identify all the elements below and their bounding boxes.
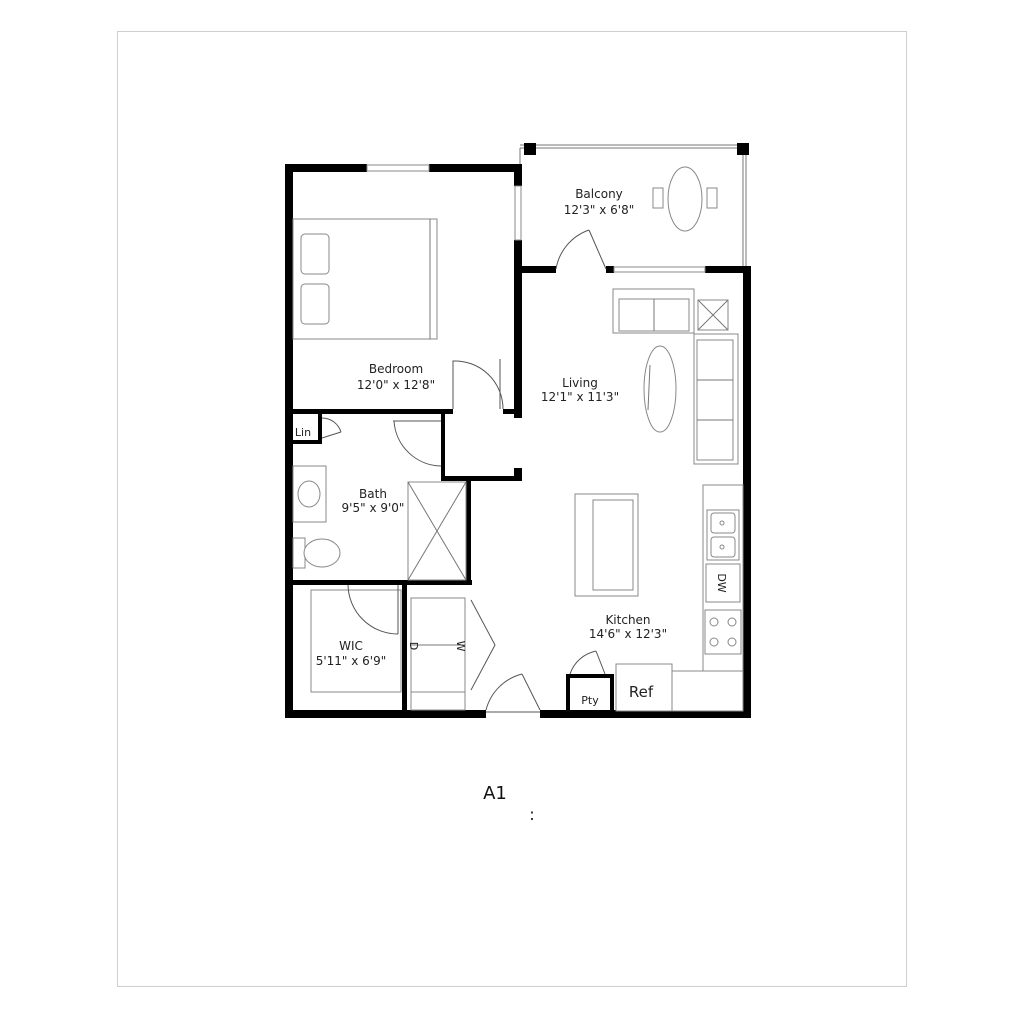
living-name: Living: [562, 376, 598, 390]
sofa-icon: [612, 288, 695, 334]
linen-door-icon: [321, 417, 342, 439]
linen-label: Lin: [295, 426, 311, 439]
dryer-icon: [410, 597, 466, 711]
bed-icon: [292, 218, 438, 340]
stove-icon: [704, 609, 742, 655]
kitchen-name: Kitchen: [605, 613, 650, 627]
dishwasher-icon: [705, 563, 741, 603]
sink-icon: [706, 509, 740, 561]
sectional-sofa-icon: [693, 333, 739, 465]
balcony-name: Balcony: [575, 187, 623, 201]
pantry-label: Pty: [581, 694, 599, 707]
dryer-label: D: [407, 642, 420, 650]
wic-name: WIC: [339, 639, 363, 653]
kitchen-size: 14'6" x 12'3": [589, 627, 667, 641]
wic-door-icon: [347, 584, 399, 635]
balcony-post: [737, 143, 749, 155]
wic-shelf: [310, 589, 402, 693]
balcony-area: [519, 143, 749, 268]
laundry-door-icon: [470, 599, 496, 691]
side-table-icon: [697, 299, 729, 331]
toilet-icon: [292, 537, 341, 569]
coffee-table-icon: [643, 345, 677, 433]
bedroom-door-icon: [452, 359, 504, 410]
balcony-door-icon: [555, 229, 607, 270]
armchair-icon: [574, 493, 639, 597]
washer-label: W: [454, 641, 467, 652]
bath-door-icon: [393, 420, 442, 467]
living-window: [613, 266, 706, 273]
pantry-door-icon: [569, 650, 606, 675]
wic-size: 5'11" x 6'9": [316, 654, 387, 668]
bedroom-name: Bedroom: [369, 362, 423, 376]
bath-size: 9'5" x 9'0": [342, 501, 405, 515]
plan-name: A1: [483, 783, 507, 804]
shower-icon: [407, 481, 467, 581]
windows: [366, 164, 706, 273]
bedroom-window: [366, 164, 430, 172]
refrigerator-label: Ref: [629, 683, 654, 701]
page-frame: [117, 31, 907, 987]
vanity-icon: [292, 465, 327, 523]
entry-door-icon: [485, 673, 541, 713]
table-icon: [652, 166, 718, 232]
plan-separator: :: [529, 805, 535, 824]
balcony-size: 12'3" x 6'8": [564, 203, 635, 217]
balcony-post: [524, 143, 536, 155]
bath-name: Bath: [359, 487, 387, 501]
living-size: 12'1" x 11'3": [541, 390, 619, 404]
dishwasher-label: DW: [715, 573, 728, 592]
bedroom-size: 12'0" x 12'8": [357, 378, 435, 392]
walls: [285, 164, 751, 718]
bedroom-side-window: [514, 185, 522, 241]
refrigerator-icon: [615, 663, 673, 712]
